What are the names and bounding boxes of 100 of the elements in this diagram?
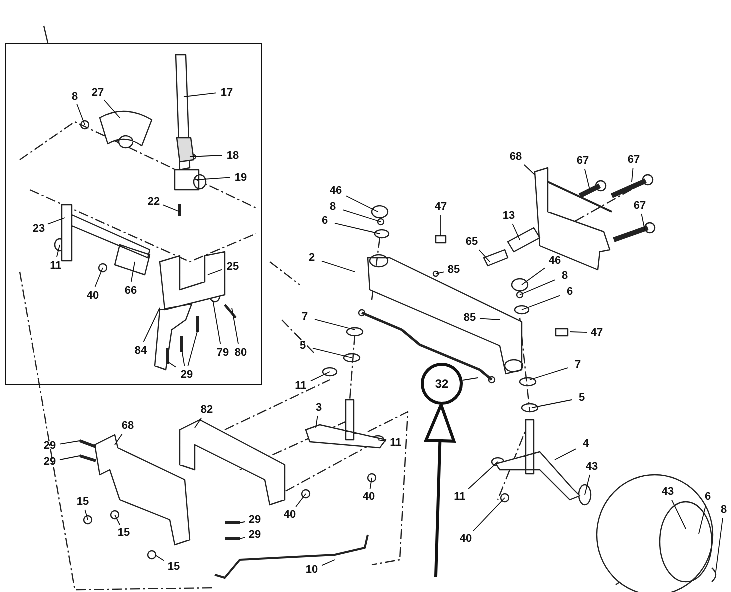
callout-number: 27: [89, 86, 107, 100]
leader-line: [530, 368, 568, 380]
leader-line: [84, 510, 88, 520]
leader-line: [316, 416, 318, 428]
callout-number: 7: [569, 358, 587, 372]
leader-line: [522, 268, 546, 286]
callout-number: 46: [327, 184, 345, 198]
callout-number: 85: [461, 311, 479, 325]
leader-line: [346, 196, 378, 212]
leader-line: [314, 319, 356, 330]
callout-number: 22: [145, 195, 163, 209]
callout-number: 46: [546, 254, 564, 268]
leader-line: [162, 204, 180, 212]
leader-line: [240, 522, 246, 524]
leader-line: [48, 218, 66, 225]
callout-number: 15: [74, 495, 92, 509]
callout-number: 4: [577, 437, 595, 451]
callout-number: 40: [84, 289, 102, 303]
callout-number: 8: [66, 90, 84, 104]
callout-number: 68: [507, 150, 525, 164]
leader-line: [312, 348, 352, 358]
leader-line: [130, 262, 136, 282]
leader-line: [462, 378, 478, 381]
leader-line: [322, 260, 356, 272]
circled-callout-number: 32: [421, 363, 463, 405]
leader-line: [114, 434, 123, 446]
callout-number: 65: [463, 235, 481, 249]
callout-number: 67: [574, 154, 592, 168]
callout-number: 80: [232, 346, 250, 360]
callout-number: 67: [625, 153, 643, 167]
leader-line: [520, 280, 556, 296]
callout-number: 66: [122, 284, 140, 298]
callout-number: 10: [303, 563, 321, 577]
callout-number: 6: [699, 490, 717, 504]
leader-line: [168, 362, 176, 368]
leader-line: [522, 295, 560, 310]
leader-line: [240, 537, 246, 540]
callout-number: 8: [324, 200, 342, 214]
leader-line: [60, 456, 80, 460]
leader-line: [143, 308, 160, 342]
inset-frame: [5, 43, 262, 385]
leader-line: [296, 494, 306, 508]
leader-line: [436, 272, 444, 274]
leader-line: [310, 372, 330, 382]
leader-line: [532, 400, 572, 408]
leader-line: [56, 244, 60, 258]
leader-line: [440, 214, 442, 236]
leader-line: [154, 554, 164, 562]
leader-line: [208, 269, 222, 276]
leader-line: [570, 332, 588, 334]
leader-line: [60, 440, 80, 445]
callout-number: 3: [310, 401, 328, 415]
leader-line: [232, 308, 239, 344]
callout-number: 29: [178, 368, 196, 382]
callout-number: 5: [573, 391, 591, 405]
callout-number: 29: [246, 513, 264, 527]
callout-number: 29: [246, 528, 264, 542]
leader-line: [378, 440, 386, 442]
leader-line: [370, 478, 372, 490]
leader-line: [342, 210, 382, 222]
callout-number: 25: [224, 260, 242, 274]
callout-number: 43: [659, 485, 677, 499]
leader-line: [468, 462, 498, 490]
callout-number: 43: [583, 460, 601, 474]
callout-number: 79: [214, 346, 232, 360]
callout-number: 67: [631, 199, 649, 213]
leader-line: [194, 418, 202, 428]
leader-line: [76, 104, 86, 126]
leader-line: [473, 498, 506, 532]
callout-number: 2: [303, 251, 321, 265]
leader-line: [190, 155, 222, 158]
callout-number: 17: [218, 86, 236, 100]
callout-number: 40: [360, 490, 378, 504]
callout-number: 84: [132, 344, 150, 358]
callout-number: 8: [715, 503, 731, 517]
callout-number: 6: [561, 285, 579, 299]
leader-line: [632, 168, 634, 182]
callout-number: 68: [119, 419, 137, 433]
leader-line: [512, 224, 520, 240]
callout-number: 5: [294, 339, 312, 353]
callout-number: 8: [556, 269, 574, 283]
callout-number: 13: [500, 209, 518, 223]
leader-line: [584, 474, 590, 496]
leader-line: [584, 168, 590, 190]
leader-line: [478, 250, 490, 262]
callout-number: 40: [457, 532, 475, 546]
leader-line: [114, 514, 120, 526]
callout-number: 19: [232, 171, 250, 185]
callout-number: 29: [41, 439, 59, 453]
callout-number: 7: [296, 310, 314, 324]
leader-line: [188, 330, 198, 366]
leader-line: [480, 318, 500, 320]
leader-line: [182, 350, 186, 366]
leader-line: [698, 504, 707, 534]
leader-line: [641, 214, 646, 230]
callout-number: 11: [451, 490, 469, 504]
leader-line: [196, 177, 230, 180]
callout-number: 82: [198, 403, 216, 417]
leader-line: [184, 92, 216, 98]
pointer-arrow: [424, 404, 456, 578]
